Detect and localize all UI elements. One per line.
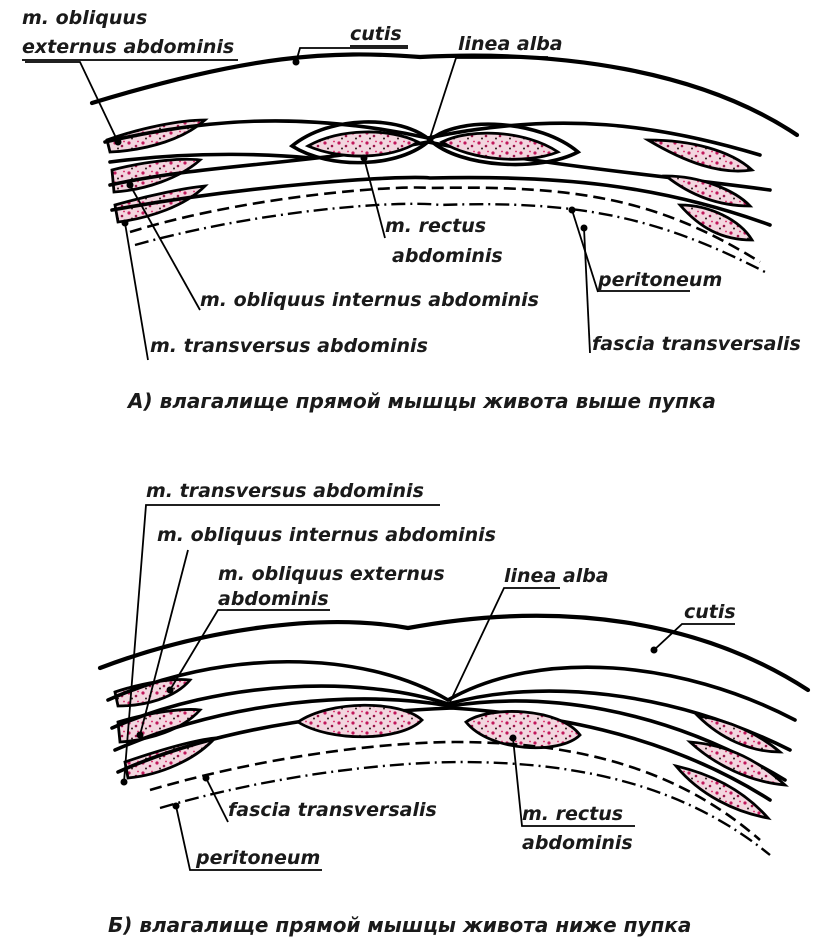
transversus-muscle-a-left [113, 184, 209, 224]
label-fascia-transversalis-a: fascia transversalis [592, 333, 801, 355]
leader-dot-obliquus-internus-a [126, 181, 134, 189]
label-peritoneum-b: peritoneum [195, 847, 320, 869]
cutis-line-a [89, 52, 800, 138]
leader-dot-cutis-a [292, 58, 300, 66]
leader-cutis-a [295, 47, 408, 63]
aponeurosis-3-b [113, 697, 787, 782]
rectus-muscle-a-left [304, 130, 421, 158]
leader-fascia-a [583, 227, 591, 354]
leader-obliquus-internus-a [129, 184, 201, 311]
leader-rectus-a [363, 157, 386, 239]
leader-peritoneum-b [175, 805, 322, 871]
leader-transversus-a [124, 222, 149, 361]
obliquus-externus-muscle-a-right [642, 138, 756, 173]
label-linea-alba-b: linea alba [504, 565, 609, 587]
label-cutis-b: cutis [684, 601, 736, 623]
leader-linea-alba-b [449, 587, 560, 703]
label-rectus-a-1: m. rectus [385, 215, 486, 237]
leader-obliquus-internus-b [139, 549, 189, 736]
aponeurosis-1-b [106, 659, 797, 722]
label-obliquus-externus-b-2: abdominis [218, 588, 329, 610]
aponeurosis-2-a [108, 152, 312, 164]
leader-linea-alba-a [429, 57, 550, 139]
label-linea-alba-a: linea alba [458, 33, 563, 55]
transversus-muscle-a-right [676, 203, 755, 242]
label-obliquus-internus-b: m. obliquus internus abdominis [157, 524, 496, 546]
rectus-muscle-b-left [295, 703, 425, 739]
obliquus-internus-muscle-a-right [661, 174, 754, 208]
label-obliquus-internus-a: m. obliquus internus abdominis [200, 289, 539, 311]
leader-cutis-b [653, 623, 735, 651]
caption-b: Б) влагалище прямой мышцы живота ниже пу… [108, 913, 691, 937]
leader-obliquus-externus-a [25, 61, 119, 143]
rectus-sheath-a-right [427, 122, 582, 167]
label-rectus-b-2: abdominis [522, 832, 633, 854]
leader-dot-obliquus-internus-b [136, 731, 144, 739]
leader-dot-obliquus-externus-a [114, 138, 122, 146]
leader-dot-rectus-a [360, 154, 368, 162]
obliquus-externus-muscle-b-right [694, 714, 784, 754]
leader-dot-peritoneum-a [568, 206, 576, 214]
aponeurosis-4-b [116, 706, 772, 802]
aponeurosis-4-a [110, 175, 772, 227]
rectus-muscle-b-right [463, 710, 582, 750]
panel-b: m. transversus abdominis m. obliquus int… [97, 480, 811, 937]
fascia-transversalis-line-a [129, 186, 761, 264]
leader-fascia-b [205, 777, 229, 823]
label-obliquus-externus-a-1: m. obliquus [22, 7, 147, 29]
fascia-transversalis-line-b [149, 740, 761, 841]
cutis-line-b [97, 613, 811, 693]
label-peritoneum-a: peritoneum [597, 269, 722, 291]
leader-dot-transversus-a [121, 219, 129, 227]
peritoneum-line-b [159, 760, 771, 856]
rectus-muscle-a-right [439, 131, 562, 161]
leader-dot-fascia-a [580, 224, 588, 232]
leader-dot-rectus-b [509, 734, 517, 742]
label-obliquus-externus-b-1: m. obliquus externus [218, 563, 445, 585]
label-rectus-b-1: m. rectus [522, 803, 623, 825]
leader-obliquus-externus-b [169, 609, 330, 691]
label-obliquus-externus-a-2: externus abdominis [22, 36, 234, 58]
leader-dot-cutis-b [650, 646, 658, 654]
panel-a: m. obliquus externus abdominis cutis lin… [22, 7, 801, 413]
caption-a: А) влагалище прямой мышцы живота выше пу… [126, 389, 716, 413]
label-rectus-a-2: abdominis [392, 245, 503, 267]
label-fascia-transversalis-b: fascia transversalis [228, 799, 437, 821]
transversus-muscle-b-right [672, 763, 772, 821]
obliquus-internus-muscle-b-right [686, 740, 789, 787]
label-transversus-a: m. transversus abdominis [150, 335, 428, 357]
peritoneum-line-a [134, 202, 766, 274]
leader-dot-obliquus-externus-b [166, 686, 174, 694]
leader-transversus-b [123, 504, 440, 783]
label-transversus-b: m. transversus abdominis [146, 480, 424, 502]
label-cutis-a: cutis [350, 23, 402, 45]
leader-dot-transversus-b [120, 778, 128, 786]
leader-dot-fascia-b [202, 774, 210, 782]
leader-dot-peritoneum-b [172, 802, 180, 810]
leader-rectus-b [512, 737, 635, 827]
